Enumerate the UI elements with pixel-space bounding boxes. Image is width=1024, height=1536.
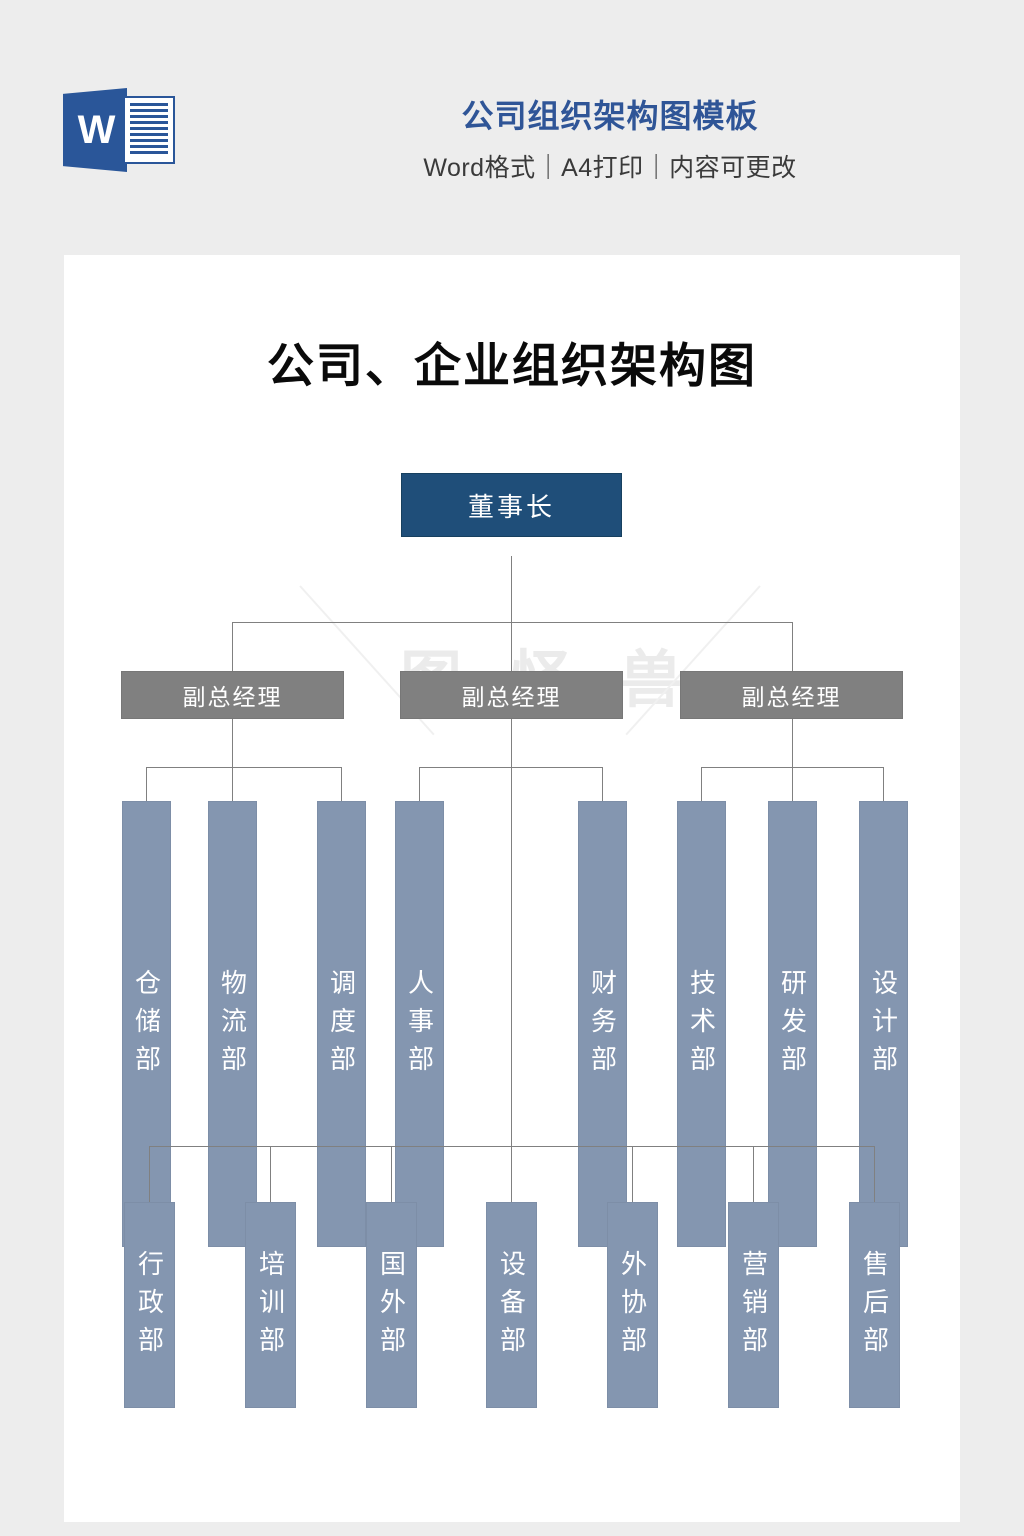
connector-e7-drop — [874, 1146, 875, 1202]
node-administration-dept[interactable]: 行政部 — [124, 1202, 175, 1408]
node-rnd-dept[interactable]: 研发部 — [768, 801, 817, 1247]
node-label: 研发部 — [777, 969, 808, 1083]
connector-group2-bus — [419, 767, 602, 768]
connector-dept7-drop — [792, 767, 793, 801]
node-label: 人事部 — [404, 969, 435, 1083]
node-label: 技术部 — [686, 969, 717, 1083]
doc-line — [130, 109, 168, 112]
node-aftersales-dept[interactable]: 售后部 — [849, 1202, 900, 1408]
node-label: 国外部 — [376, 1250, 407, 1364]
node-label: 营销部 — [738, 1250, 769, 1364]
connector-root-stem — [511, 556, 512, 622]
connector-vgm1-stem — [232, 719, 233, 767]
word-icon-document-panel — [123, 96, 175, 164]
doc-line — [130, 151, 168, 154]
connector-e5-drop — [632, 1146, 633, 1202]
connector-e3-drop — [391, 1146, 392, 1202]
node-equipment-dept[interactable]: 设备部 — [486, 1202, 537, 1408]
connector-vgm2-stem — [511, 719, 512, 1146]
connector-e4-drop — [511, 1146, 512, 1202]
header-title: 公司组织架构图模板 — [461, 98, 759, 134]
connector-e2-drop — [270, 1146, 271, 1202]
connector-dept3-drop — [341, 767, 342, 801]
connector-dept8-drop — [883, 767, 884, 801]
node-label: 外协部 — [617, 1250, 648, 1364]
node-warehouse-dept[interactable]: 仓储部 — [122, 801, 171, 1247]
connector-dept2-drop — [232, 767, 233, 801]
document-page: 公司、企业组织架构图 图 怪 兽 副总经理 副总经理 副总经理 董事长 — [64, 255, 960, 1522]
node-chairman[interactable]: 董事长 — [401, 473, 622, 537]
connector-vgm3-stem — [792, 719, 793, 767]
node-label: 副总经理 — [182, 684, 283, 710]
node-label: 调度部 — [326, 969, 357, 1083]
node-label: 董事长 — [467, 491, 555, 522]
connector-group1-bus — [146, 767, 341, 768]
node-label: 培训部 — [255, 1250, 286, 1364]
connector-vgm1-drop — [232, 622, 233, 671]
node-logistics-dept[interactable]: 物流部 — [208, 801, 257, 1247]
word-document-icon: W — [63, 84, 175, 176]
node-hr-dept[interactable]: 人事部 — [395, 801, 444, 1247]
node-label: 行政部 — [134, 1250, 165, 1364]
connector-vgm2-drop — [511, 622, 512, 671]
connector-e1-drop — [149, 1146, 150, 1202]
doc-line — [130, 103, 168, 106]
doc-line — [130, 133, 168, 136]
connector-dept4-drop — [419, 767, 420, 801]
connector-e6-drop — [753, 1146, 754, 1202]
org-chart: 副总经理 副总经理 副总经理 董事长 仓储部 — [64, 255, 960, 1522]
connector-dept1-drop — [146, 767, 147, 801]
node-technology-dept[interactable]: 技术部 — [677, 801, 726, 1247]
node-vice-general-manager-1[interactable]: 副总经理 — [121, 671, 344, 719]
node-vice-general-manager-2[interactable]: 副总经理 — [400, 671, 623, 719]
node-dispatch-dept[interactable]: 调度部 — [317, 801, 366, 1247]
node-marketing-dept[interactable]: 营销部 — [728, 1202, 779, 1408]
doc-line — [130, 145, 168, 148]
page-header: W 公司组织架构图模板 Word格式｜A4打印｜内容可更改 — [0, 0, 1024, 255]
node-label: 副总经理 — [741, 684, 842, 710]
doc-line — [130, 127, 168, 130]
node-label: 仓储部 — [131, 969, 162, 1083]
connector-level2-bus — [232, 622, 792, 623]
doc-line — [130, 115, 168, 118]
node-label: 设计部 — [868, 969, 899, 1083]
doc-line — [130, 139, 168, 142]
node-label: 售后部 — [859, 1250, 890, 1364]
node-label: 财务部 — [587, 969, 618, 1083]
connector-dept6-drop — [701, 767, 702, 801]
connector-vgm3-drop — [792, 622, 793, 671]
node-label: 物流部 — [217, 969, 248, 1083]
node-finance-dept[interactable]: 财务部 — [578, 801, 627, 1247]
node-overseas-dept[interactable]: 国外部 — [366, 1202, 417, 1408]
header-text-block: 公司组织架构图模板 Word格式｜A4打印｜内容可更改 — [300, 96, 920, 184]
word-icon-blue-panel: W — [63, 88, 127, 172]
doc-line — [130, 121, 168, 124]
node-training-dept[interactable]: 培训部 — [245, 1202, 296, 1408]
node-outsourcing-dept[interactable]: 外协部 — [607, 1202, 658, 1408]
node-label: 设备部 — [496, 1250, 527, 1364]
node-label: 副总经理 — [461, 684, 562, 710]
node-vice-general-manager-3[interactable]: 副总经理 — [680, 671, 903, 719]
header-subtitle: Word格式｜A4打印｜内容可更改 — [423, 154, 797, 182]
node-design-dept[interactable]: 设计部 — [859, 801, 908, 1247]
chart-title: 公司、企业组织架构图 — [267, 339, 757, 392]
connector-dept5-drop — [602, 767, 603, 801]
word-icon-letter: W — [77, 108, 116, 152]
